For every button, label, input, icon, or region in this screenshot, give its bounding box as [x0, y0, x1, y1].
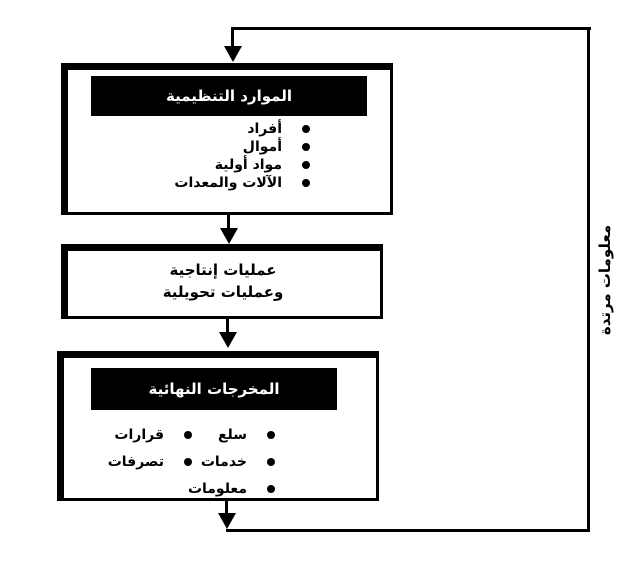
process-line-2: وعمليات تحويلية: [162, 283, 284, 301]
arrow-down-icon: [218, 513, 236, 529]
feedback-label: معلومات مرتدة: [570, 180, 630, 380]
feedback-right-line: [587, 27, 590, 532]
item-text: خدمات: [200, 454, 247, 470]
item-text: سلع: [217, 427, 247, 443]
arrow-down-icon: [219, 332, 237, 348]
arrow-down-icon: [224, 46, 242, 62]
item-text: قرارات: [114, 427, 164, 443]
arrow-down-icon: [220, 228, 238, 244]
list-item: أفراد: [174, 120, 310, 138]
item-text: الآلات والمعدات: [174, 175, 282, 191]
list-item: الآلات والمعدات: [174, 174, 310, 192]
feedback-top-line: [231, 27, 591, 30]
inputs-box: الموارد التنظيمية: [61, 63, 393, 215]
outputs-box: المخرجات النهائية: [57, 351, 379, 501]
feedback-text: معلومات مرتدة: [596, 224, 614, 336]
process-line-1: عمليات إنتاجية: [169, 261, 277, 279]
list-item: أموال: [174, 138, 310, 156]
item-text: أفراد: [247, 121, 282, 137]
list-item: معلومات: [108, 476, 275, 503]
connector-line: [231, 27, 234, 49]
outputs-list: سلع قرارات خدمات تصرفات معلومات: [108, 422, 275, 503]
connector-line: [225, 501, 228, 515]
connector-line: [226, 319, 229, 335]
inputs-list: أفراد أموال مواد أولية الآلات والمعدات: [174, 120, 310, 192]
connector-line: [227, 215, 230, 231]
list-item: سلع قرارات: [108, 422, 275, 449]
item-text: تصرفات: [107, 454, 164, 470]
process-box: [61, 244, 383, 319]
item-text: أموال: [242, 139, 282, 155]
outputs-title: المخرجات النهائية: [91, 368, 337, 410]
item-text: مواد أولية: [214, 157, 282, 173]
feedback-bottom-line: [226, 529, 590, 532]
list-item: مواد أولية: [174, 156, 310, 174]
inputs-title: الموارد التنظيمية: [91, 76, 367, 116]
process-text: عمليات إنتاجية وعمليات تحويلية: [68, 259, 378, 303]
list-item: خدمات تصرفات: [108, 449, 275, 476]
item-text: معلومات: [187, 481, 247, 497]
